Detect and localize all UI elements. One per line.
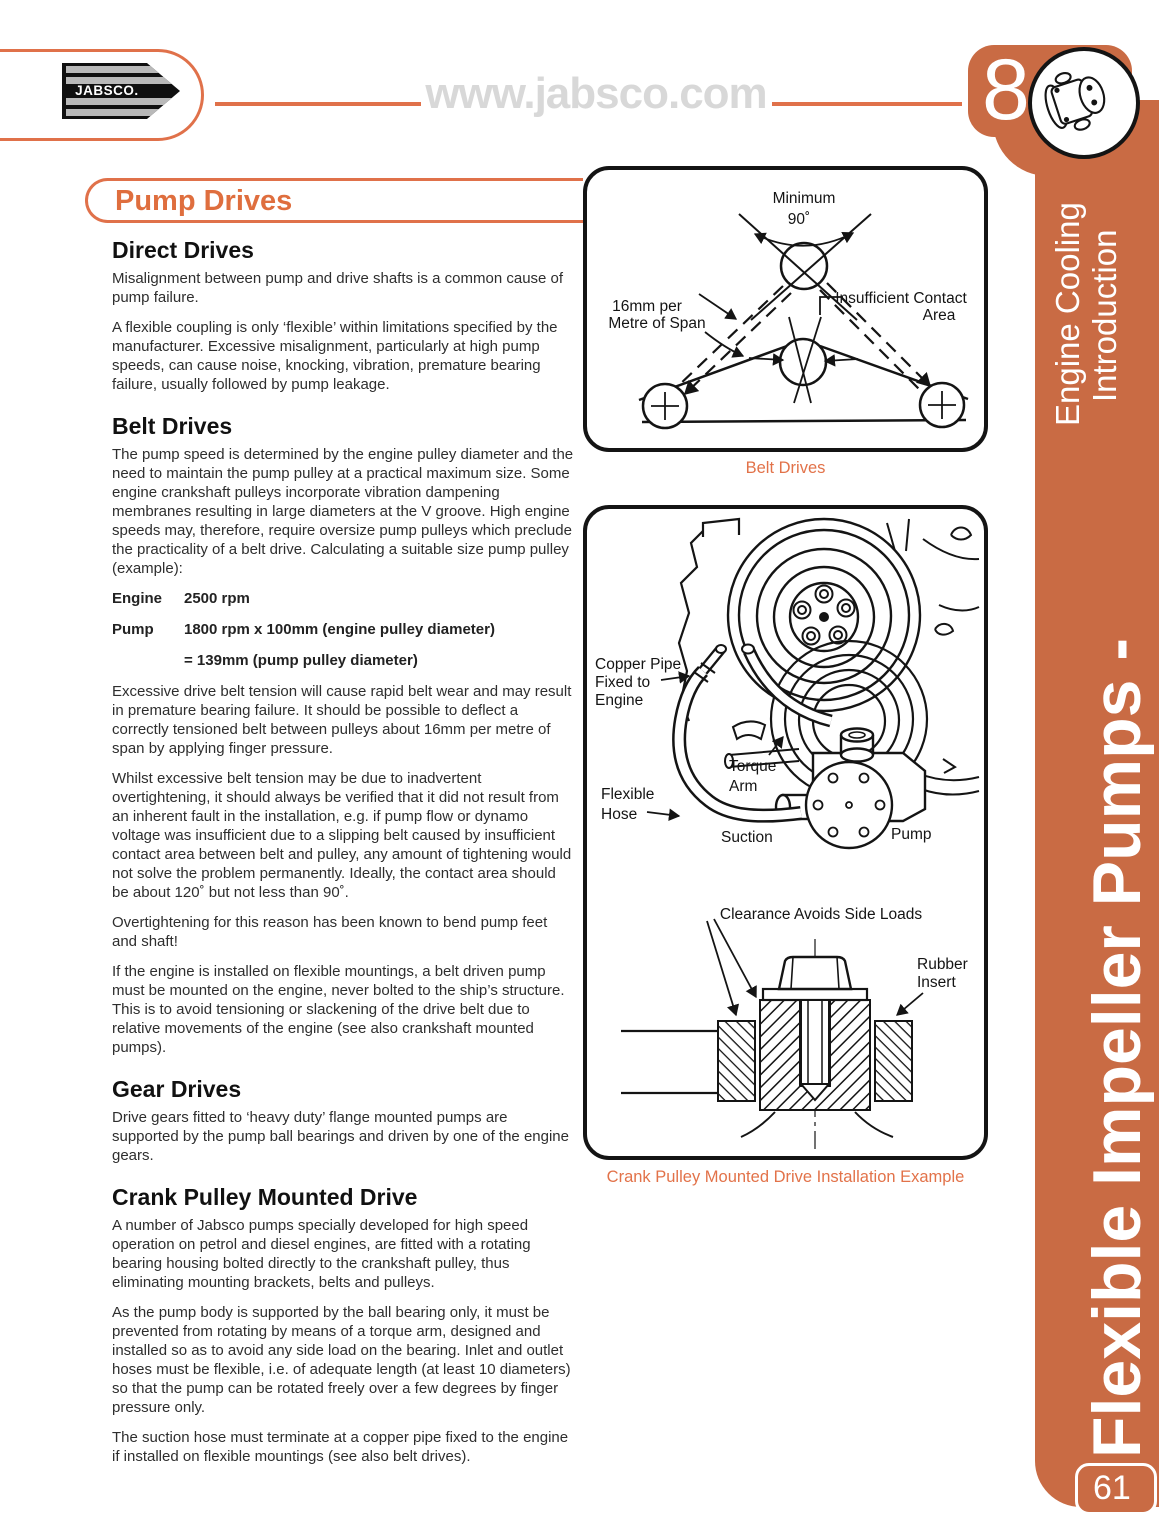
upper-labels: Copper Pipe Fixed to Engine Torque Arm F… <box>595 656 932 846</box>
fig2-label-flexible2: Hose <box>601 806 637 823</box>
fig2-label-suction: Suction <box>721 829 773 846</box>
example-row-result: = 139mm (pump pulley diameter) <box>112 651 576 670</box>
sidebar-subtitle-line2: Introduction <box>1086 229 1123 402</box>
fig1-label-contact1: Insufficient Contact <box>835 290 967 307</box>
paragraph: As the pump body is supported by the bal… <box>112 1304 571 1416</box>
pump-photo-circle <box>1028 47 1140 159</box>
belt-drives-diagram: Minimum 90˚ 16mm per Metre of Span Insuf… <box>608 190 969 430</box>
website-url: www.jabsco.com <box>425 69 767 118</box>
page-title: Pump Drives <box>115 185 293 217</box>
hoses <box>672 643 833 823</box>
logo-text: JABSCO. <box>75 83 139 98</box>
fig1-label-deflection2: Metre of Span <box>608 315 705 332</box>
logo-stripe <box>66 109 172 116</box>
heading-belt-drives: Belt Drives <box>112 413 233 439</box>
sidebar-title: Flexible Impeller Pumps - <box>1079 637 1155 1458</box>
example-spacer <box>112 651 184 670</box>
paragraph: Drive gears fitted to ‘heavy duty’ flang… <box>112 1109 569 1164</box>
sidebar-subtitle-line1: Engine Cooling <box>1049 202 1086 426</box>
logo-stripe <box>66 98 172 105</box>
paragraph: A flexible coupling is only ‘flexible’ w… <box>112 319 558 393</box>
fig1-label-contact2: Area <box>923 307 956 324</box>
paragraph: A number of Jabsco pumps specially devel… <box>112 1217 531 1291</box>
example-row-engine: Engine 2500 rpm <box>112 589 576 608</box>
figure1-caption: Belt Drives <box>745 459 826 477</box>
example-label: Engine <box>112 590 163 607</box>
pulleys <box>641 241 966 430</box>
example-row-pump: Pump 1800 rpm x 100mm (engine pulley dia… <box>112 620 576 639</box>
fig2-label-copper2: Fixed to <box>595 674 650 691</box>
fig2-label-rubber2: Insert <box>917 974 956 991</box>
page-title-capsule: Pump Drives <box>85 178 583 223</box>
dashed-belt-lines <box>676 282 932 396</box>
paragraph: Overtightening for this reason has been … <box>112 914 548 950</box>
bolt-cross-section: Clearance Avoids Side Loads Rubber Inser… <box>621 906 968 1151</box>
example-value: 2500 rpm <box>184 590 250 607</box>
fig1-label-minimum: Minimum <box>773 190 836 207</box>
angle-lines <box>738 213 872 404</box>
heading-crank-pulley: Crank Pulley Mounted Drive <box>112 1184 418 1210</box>
sidebar <box>1035 100 1159 1507</box>
crank-pulley-diagram: Copper Pipe Fixed to Engine Torque Arm F… <box>595 517 980 1151</box>
logo-stripe <box>66 66 172 73</box>
deflection-arrows <box>698 293 745 358</box>
paragraph: Excessive drive belt tension will cause … <box>112 683 572 757</box>
crank-pulley-figure: Copper Pipe Fixed to Engine Torque Arm F… <box>583 505 988 1160</box>
crank-pulley <box>726 517 922 713</box>
fig1-label-angle: 90˚ <box>788 211 810 228</box>
text-column: Direct Drives Misalignment between pump … <box>112 236 576 1477</box>
header-rule-left <box>215 102 421 106</box>
example-value: = 139mm (pump pulley diameter) <box>184 652 418 669</box>
heading-direct-drives: Direct Drives <box>112 237 254 263</box>
example-label: Pump <box>112 621 154 638</box>
paragraph: Misalignment between pump and drive shaf… <box>112 270 564 306</box>
fig2-label-copper3: Engine <box>595 692 643 709</box>
paragraph: The suction hose must terminate at a cop… <box>112 1429 569 1465</box>
logo-stripe <box>66 77 172 84</box>
fig2-label-clearance: Clearance Avoids Side Loads <box>720 906 922 923</box>
paragraph: Whilst excessive belt tension may be due… <box>112 770 572 901</box>
fig2-label-pump: Pump <box>891 826 932 843</box>
example-value: 1800 rpm x 100mm (engine pulley diameter… <box>184 621 495 638</box>
heading-gear-drives: Gear Drives <box>112 1076 242 1102</box>
fig2-label-rubber1: Rubber <box>917 956 968 973</box>
header-rule-right <box>772 102 962 106</box>
figure2-caption: Crank Pulley Mounted Drive Installation … <box>606 1168 965 1186</box>
pump-icon <box>1044 72 1106 131</box>
paragraph: The pump speed is determined by the engi… <box>112 446 574 577</box>
fig1-label-deflection1: 16mm per <box>612 298 682 315</box>
page-number: 61 <box>1075 1463 1157 1515</box>
pump-body <box>724 720 927 850</box>
fig2-label-torque2: Arm <box>729 778 757 795</box>
fig2-label-copper1: Copper Pipe <box>595 656 681 673</box>
belt-drives-figure: Minimum 90˚ 16mm per Metre of Span Insuf… <box>583 166 988 452</box>
paragraph: If the engine is installed on flexible m… <box>112 963 565 1056</box>
fig2-label-torque1: Torque <box>729 758 776 775</box>
fig2-label-flexible1: Flexible <box>601 786 654 803</box>
